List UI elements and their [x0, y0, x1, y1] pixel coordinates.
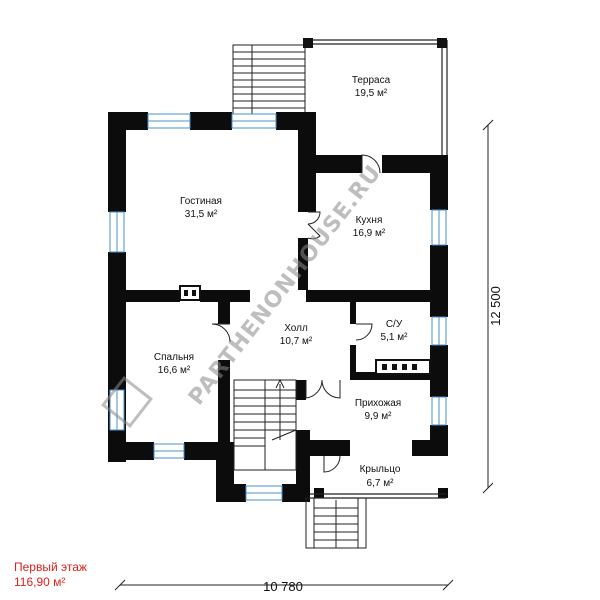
vent-block	[375, 359, 431, 375]
floor-name: Первый этаж	[14, 560, 87, 574]
room-name: Спальня	[154, 352, 194, 363]
dimension-width-label: 10 780	[263, 579, 303, 594]
room-name: Прихожая	[355, 398, 401, 409]
dimension-height-label: 12 500	[488, 286, 503, 326]
porch-stairs	[305, 497, 367, 549]
chimney	[179, 285, 201, 301]
room-area: 16,9 м²	[353, 228, 386, 239]
room-area: 5,1 м²	[381, 332, 409, 343]
room-area: 6,7 м²	[367, 478, 395, 489]
room-name: Кухня	[356, 215, 383, 226]
room-name: Холл	[284, 323, 308, 334]
dimension-width	[114, 579, 454, 591]
room-hall: Холл 10,7 м²	[280, 323, 313, 347]
doors	[211, 154, 381, 473]
room-name: Терраса	[352, 75, 391, 86]
room-name: С/У	[386, 319, 403, 330]
terrace-outline	[305, 39, 448, 155]
interior-stairs	[233, 378, 297, 471]
porch-outline	[310, 493, 446, 499]
room-name: Крыльцо	[360, 464, 401, 475]
floor-info: Первый этаж 116,90 м²	[14, 560, 87, 590]
room-area: 16,6 м²	[158, 365, 191, 376]
room-wc: С/У 5,1 м²	[381, 319, 409, 343]
room-area: 19,5 м²	[355, 88, 388, 99]
room-area: 10,7 м²	[280, 336, 313, 347]
room-area: 31,5 м²	[185, 209, 218, 220]
floor-area: 116,90 м²	[14, 575, 66, 589]
room-name: Гостиная	[180, 196, 222, 207]
dimension-height	[482, 119, 494, 494]
watermark-logo-icon	[101, 376, 153, 428]
room-kitchen: Кухня 16,9 м²	[353, 215, 386, 239]
room-area: 9,9 м²	[365, 411, 393, 422]
room-living: Гостиная 31,5 м²	[180, 196, 222, 220]
room-porch: Крыльцо 6,7 м²	[360, 464, 401, 489]
terrace-stairs	[232, 44, 306, 116]
room-terrace: Терраса 19,5 м²	[352, 75, 391, 99]
windows	[109, 113, 447, 501]
room-entry: Прихожая 9,9 м²	[355, 398, 401, 422]
room-bedroom: Спальня 16,6 м²	[154, 352, 194, 376]
